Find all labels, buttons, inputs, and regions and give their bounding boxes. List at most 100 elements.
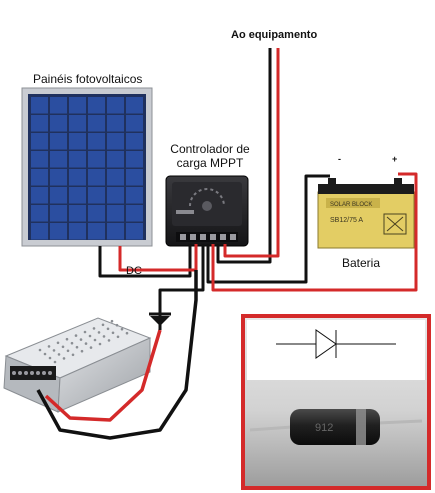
panel-cell [107,205,124,222]
panel-cell [69,115,86,132]
panel-cell [50,151,67,168]
panel-cell [88,223,105,240]
psu-vent [93,338,97,342]
panel-cell [31,169,48,186]
panel-cell [126,205,143,222]
panel-cell [107,115,124,132]
panel-cell [126,169,143,186]
psu-vent [106,327,110,331]
psu-vent [116,335,120,339]
psu-vent [111,331,115,335]
panel-cell-grid [31,97,143,240]
panel-cell [107,151,124,168]
psu-vent [65,337,69,341]
panel-cell [69,169,86,186]
panel-cell [50,115,67,132]
psu-vent [62,357,66,360]
controller-label-line1: Controlador de [170,142,250,156]
psu-vent [89,346,93,349]
psu-vent [88,334,92,338]
battery-minus-label: - [338,154,341,164]
psu-vent [48,356,52,360]
panel-cell [69,187,86,204]
battery-model: SB12/75 A [330,217,363,224]
diode-component-icon: 912 [249,409,423,445]
controller-terminals [180,234,236,240]
panel-cell [107,187,124,204]
psu-vent [53,360,57,364]
psu-vent [80,349,84,353]
panel-cell [31,133,48,150]
psu-vent [98,342,102,346]
panel-cell [50,97,67,114]
panel-cell [107,223,124,240]
panel-cell [50,169,67,186]
psu-vent [47,345,51,348]
panel-cell [126,223,143,240]
battery-label: Bateria [342,256,381,270]
psu-screw [42,371,46,375]
psu-vent [61,345,65,349]
psu-screw [24,371,28,375]
psu-vent [43,352,47,356]
psu-screw [48,371,52,375]
panel-cell [50,223,67,240]
diode-symbol-icon [149,300,171,330]
psu-vent [101,323,105,327]
panel-cell [31,151,48,168]
psu-vent [57,353,61,356]
psu-vent [125,331,129,335]
psu-screw [30,371,34,375]
power-supply-icon [3,317,152,413]
panels-label: Painéis fotovoltaicos [33,72,143,86]
panel-cell [69,151,86,168]
panel-cell [50,187,67,204]
equipment-label: Ao equipamento [231,29,318,41]
psu-screw [12,371,16,375]
panel-cell [126,115,143,132]
panel-cell [88,169,105,186]
psu-screw [36,371,40,375]
psu-vent [102,335,106,338]
diode-marking: 912 [315,422,333,434]
psu-vent [92,327,96,330]
psu-vent [83,330,87,334]
panel-cell [31,97,48,114]
psu-vent [110,319,114,323]
psu-vent [56,341,60,345]
battery-brand: SOLAR BLOCK [330,202,372,208]
panel-cell [126,97,143,114]
psu-screw [18,371,22,375]
dc-label: DC [126,265,142,277]
panel-cell [31,223,48,240]
psu-vent [84,342,88,345]
panel-cell [107,97,124,114]
panel-cell [31,115,48,132]
panel-cell [69,97,86,114]
psu-vent [70,341,74,345]
psu-vent [115,323,119,327]
psu-vent [66,349,70,353]
panel-cell [69,205,86,222]
panel-cell [107,133,124,150]
panel-cell [88,97,105,114]
psu-terminal-block [10,366,56,380]
psu-vent [97,331,101,334]
psu-vent [107,339,111,342]
panel-cell [88,187,105,204]
psu-vent [52,349,56,352]
panel-cell [31,205,48,222]
panel-cell [31,187,48,204]
panel-cell [126,133,143,150]
panel-cell [88,115,105,132]
panel-cell [69,223,86,240]
psu-vent [120,327,124,331]
psu-vent [71,353,75,357]
panel-cell [88,205,105,222]
panel-cell [69,133,86,150]
panel-cell [88,151,105,168]
psu-vent [79,338,83,341]
charge-controller-icon [165,175,249,247]
panel-cell [50,133,67,150]
